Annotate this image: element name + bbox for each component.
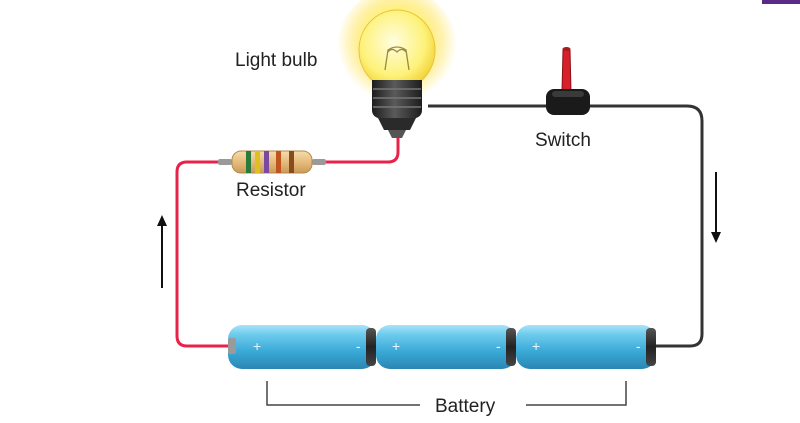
battery: + - + - + - [228,325,656,369]
switch [546,47,590,115]
positive-wire [175,138,400,348]
cell-positive-sign: + [392,338,400,354]
cell-negative-sign: - [636,338,641,354]
corner-accent [762,0,800,4]
resistor-band [255,151,260,173]
battery-bracket [266,381,627,406]
cell-positive-sign: + [532,338,540,354]
negative-wire [428,104,704,348]
current-arrow-down [711,172,721,243]
battery-cell: + - [376,325,516,369]
resistor-label: Resistor [236,180,306,201]
battery-label: Battery [435,396,496,417]
current-arrow-up [157,215,167,288]
resistor-band [276,151,281,173]
cell-negative-sign: - [356,338,361,354]
switch-label: Switch [535,130,591,151]
resistor [218,150,326,174]
cell-positive-sign: + [253,338,261,354]
battery-cell: + - [228,325,376,369]
cell-negative-sign: - [496,338,501,354]
light-bulb [337,0,457,138]
resistor-band [246,151,251,173]
resistor-band [289,151,294,173]
switch-lever [561,49,572,93]
resistor-band [264,151,269,173]
battery-cell: + - [516,325,656,369]
light-bulb-label: Light bulb [235,50,317,71]
